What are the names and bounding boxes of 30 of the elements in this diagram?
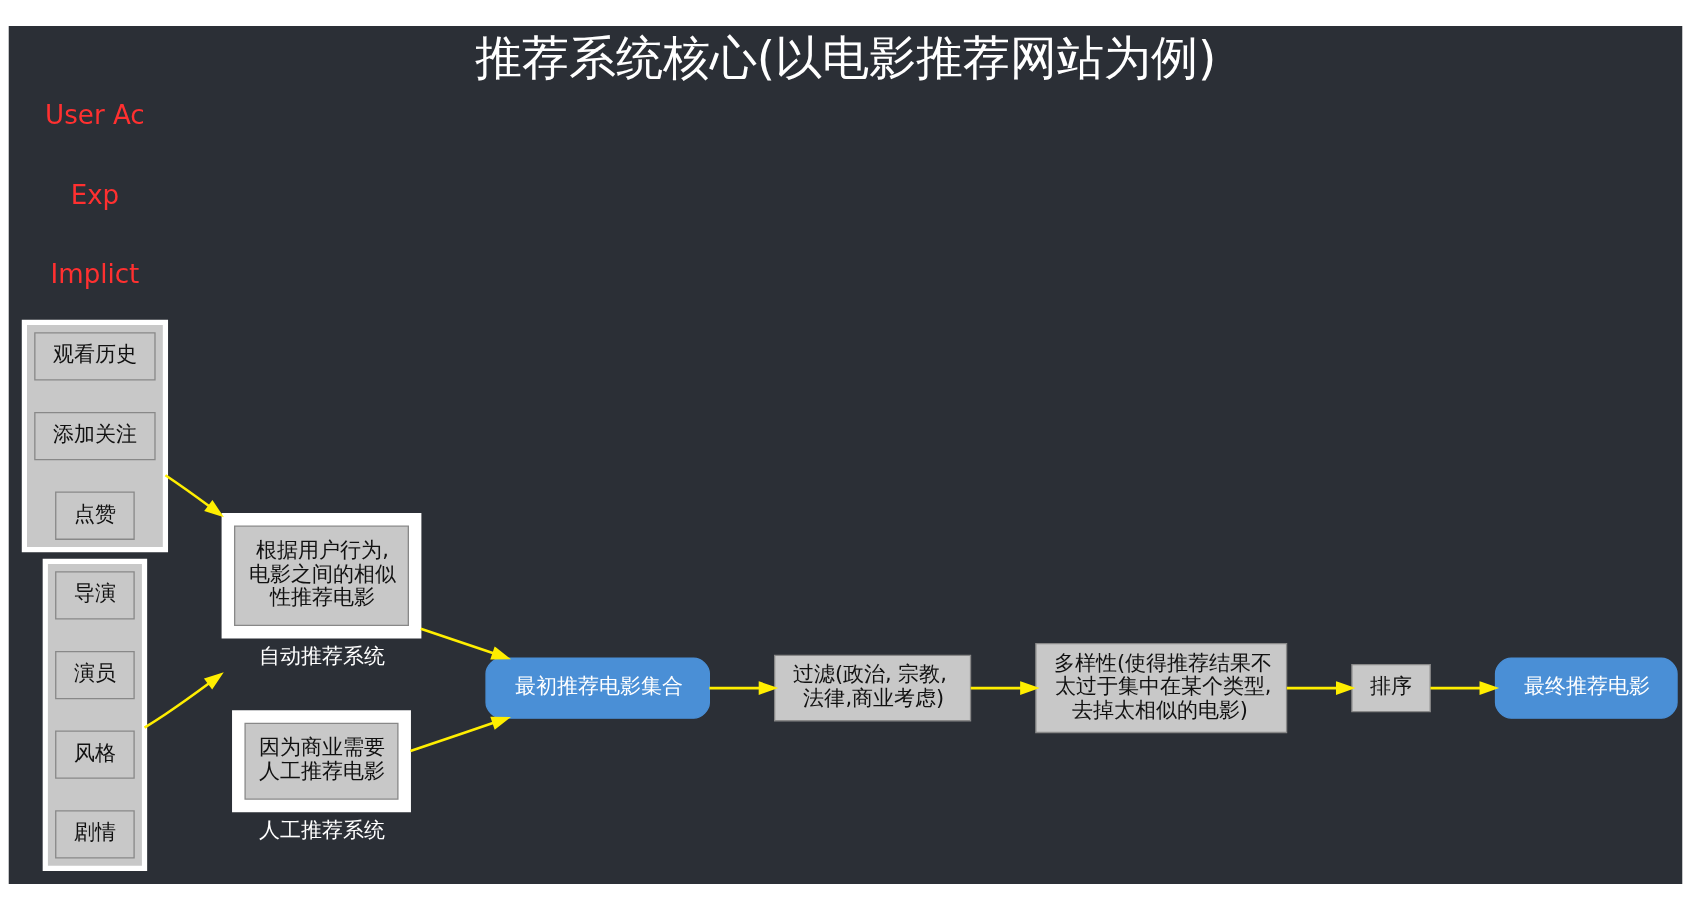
node-box: 风格 xyxy=(55,730,135,779)
arrow xyxy=(410,716,512,752)
cluster xyxy=(21,319,169,552)
node-box: 过滤(政治, 宗教, 法律,商业考虑) xyxy=(774,654,972,721)
arrow xyxy=(1286,680,1356,695)
arrow xyxy=(143,671,224,729)
node-box: 最终推荐电影 xyxy=(1494,656,1678,719)
node-box: 点赞 xyxy=(55,491,135,540)
node-box: 剧情 xyxy=(55,809,135,859)
label: Implict xyxy=(50,258,140,289)
node-box: 演员 xyxy=(55,650,135,699)
node-label: 自动推荐系统 xyxy=(259,643,386,668)
arrow xyxy=(164,473,224,517)
node-label: 人工推荐系统 xyxy=(259,817,386,842)
arrow xyxy=(970,680,1040,695)
node-box: 因为商业需要人工推荐电影 xyxy=(232,709,411,812)
node-box: 多样性(使得推荐结果不太过于集中在某个类型, 去掉太相似的电影) xyxy=(1035,642,1288,733)
diagram-title: 推荐系统核心(以电影推荐网站为例) xyxy=(474,29,1217,85)
node-box: 添加关注 xyxy=(34,411,156,460)
arrow xyxy=(709,680,779,695)
node-box: 排序 xyxy=(1351,663,1431,712)
node-box: 最初推荐电影集合 xyxy=(485,656,710,719)
node-box: 观看历史 xyxy=(34,331,156,381)
node-box: 根据用户行为,电影之间的相似性推荐电影 xyxy=(221,512,422,638)
label: Exp xyxy=(70,179,120,210)
arrow xyxy=(1430,680,1500,695)
cluster xyxy=(42,558,148,871)
arrow xyxy=(420,627,512,659)
label: User Ac xyxy=(45,99,145,130)
node-box: 导演 xyxy=(55,570,135,620)
